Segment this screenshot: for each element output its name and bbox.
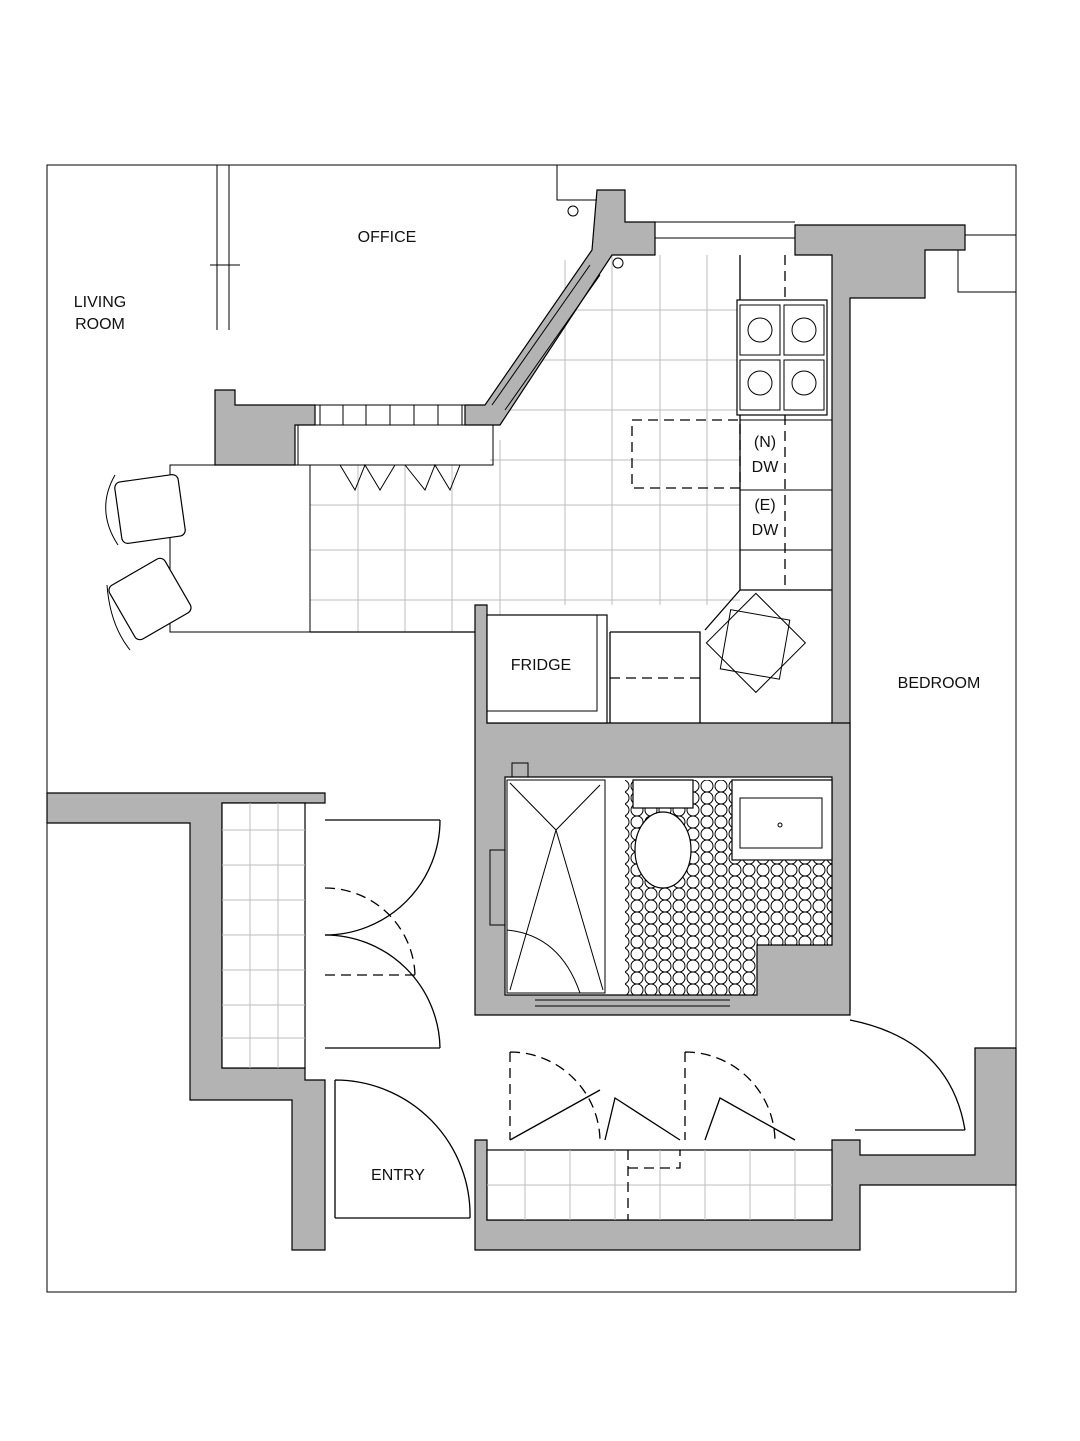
dining-table: [169, 464, 311, 633]
dw-existing-label-1: (E): [754, 497, 775, 514]
banquette-seat: [297, 264, 601, 492]
column-marker: [612, 257, 624, 269]
fridge-label: FRIDGE: [511, 657, 571, 674]
plan-border: [46, 164, 1017, 1293]
kitchen-floor-tiles: [309, 255, 740, 632]
chair: [105, 474, 192, 651]
doors: [210, 165, 1016, 1219]
room-label-office: OFFICE: [358, 229, 417, 246]
room-label-living-2: ROOM: [75, 316, 125, 333]
shower: [489, 762, 606, 994]
closet-tiles: [221, 802, 833, 1221]
room-label-living-1: LIVING: [74, 294, 126, 311]
toilet: [632, 779, 694, 889]
column-marker: [567, 205, 579, 217]
hex-tile-floor-2: [757, 860, 832, 945]
stove: [736, 299, 828, 416]
room-label-bedroom: BEDROOM: [898, 675, 981, 692]
room-label-entry: ENTRY: [371, 1167, 425, 1184]
dw-new-label-1: (N): [754, 434, 776, 451]
fridge: FRIDGE: [486, 614, 608, 724]
vanity-sink: [731, 779, 833, 861]
corner-sink: [705, 592, 807, 694]
dw-new-label-2: DW: [752, 459, 780, 476]
dw-existing-label-2: DW: [752, 522, 780, 539]
